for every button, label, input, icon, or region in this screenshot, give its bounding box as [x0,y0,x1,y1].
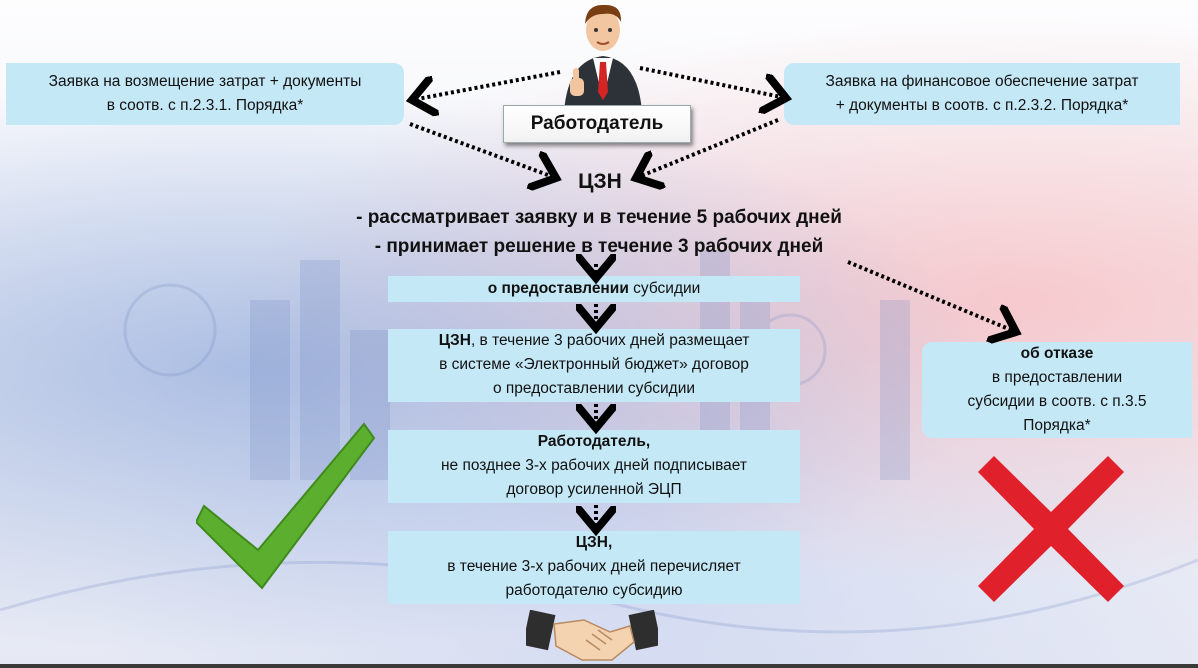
step-transfer-box: ЦЗН, в течение 3-х рабочих дней перечисл… [388,531,800,604]
refusal-bold: об отказе [1020,345,1094,362]
refusal-box: об отказе в предоставлении субсидии в со… [922,342,1192,438]
left-request-line1: Заявка на возмещение затрат + документы [48,73,362,90]
employer-label: Работодатель [503,105,691,143]
czn-line1: - рассматривает заявку и в течение 5 раб… [356,207,842,228]
right-request-line2: + документы в соотв. с п.2.3.2. Порядка* [835,97,1129,114]
step-publish-line3: о предоставлении субсидии [492,380,696,397]
step-sign-bold: Работодатель, [537,433,651,450]
step-transfer-line3: работодателю субсидию [505,582,683,599]
checkmark-icon [196,422,376,590]
arrow-employer-to-left [412,70,561,100]
left-request-box: Заявка на возмещение затрат + документы … [6,63,404,125]
step-sign-box: Работодатель, не позднее 3-х рабочих дне… [388,430,800,503]
step-provision-box: о предоставлении субсидии [388,276,800,302]
step-publish-bold: ЦЗН [438,332,471,349]
step-sign-line2: не позднее 3-х рабочих дней подписывает [440,457,747,474]
arrow-czn-to-refusal [847,260,1016,332]
refusal-line4: Порядка* [1023,417,1091,434]
step-provision-rest: субсидии [628,280,701,297]
businessman-icon [564,4,642,112]
czn-title: ЦЗН [578,170,622,193]
handshake-icon [526,610,658,661]
step-transfer-line2: в течение 3-х рабочих дней перечисляет [447,558,741,575]
step-transfer-bold: ЦЗН, [575,534,613,551]
arrow-employer-to-right [639,66,786,98]
step-provision-bold: о предоставлении [487,280,629,297]
step-publish-line2: в системе «Электронный бюджет» договор [439,356,749,373]
bottom-border [0,664,1198,668]
step-sign-line3: договор усиленной ЭЦП [506,481,682,498]
right-request-line1: Заявка на финансовое обеспечение затрат [825,73,1139,90]
czn-line2: - принимает решение в течение 3 рабочих … [374,236,824,257]
left-request-line2: в соотв. с п.2.3.1. Порядка* [106,97,304,114]
refusal-line3: субсидии в соотв. с п.3.5 [967,393,1147,410]
right-request-box: Заявка на финансовое обеспечение затрат … [784,63,1180,125]
arrow-right-to-czn [636,118,779,178]
cross-icon [978,456,1124,602]
arrow-left-to-czn [409,122,556,178]
step-publish-line1: , в течение 3 рабочих дней размещает [470,332,750,349]
refusal-line2: в предоставлении [991,369,1123,386]
step-publish-box: ЦЗН, в течение 3 рабочих дней размещает … [388,329,800,402]
